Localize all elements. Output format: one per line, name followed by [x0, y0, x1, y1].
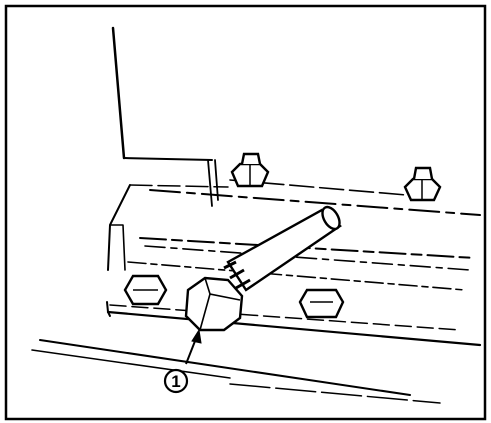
- housing-left-edge: [111, 26, 126, 160]
- callout-number: 1: [171, 372, 180, 391]
- plate-line-4: [127, 261, 466, 291]
- floor-line-3: [229, 383, 441, 404]
- floor-line-2: [31, 349, 231, 379]
- nut-front-left: [123, 274, 168, 306]
- nut-front-right: [298, 288, 345, 319]
- figure-border: [4, 4, 487, 421]
- housing-corner-post: [207, 159, 219, 207]
- bolt: [184, 205, 342, 332]
- callout-1: 1: [163, 368, 189, 394]
- base-front-edge: [106, 310, 482, 347]
- callout-circle: [163, 368, 189, 394]
- flange-left-edge: [107, 184, 131, 271]
- floor-line-1: [39, 339, 411, 396]
- flange-top-line: [129, 184, 229, 188]
- callout-leader: [185, 328, 202, 365]
- plate-line-3: [144, 245, 471, 271]
- base-top-edge: [109, 304, 461, 331]
- flange-step: [109, 224, 126, 271]
- nut-back-left: [230, 152, 270, 188]
- base-corner: [106, 301, 111, 317]
- plate-line-1: [149, 189, 481, 216]
- housing-bottom-edge: [123, 157, 213, 161]
- nut-back-right: [403, 166, 442, 202]
- line-art: [31, 26, 482, 404]
